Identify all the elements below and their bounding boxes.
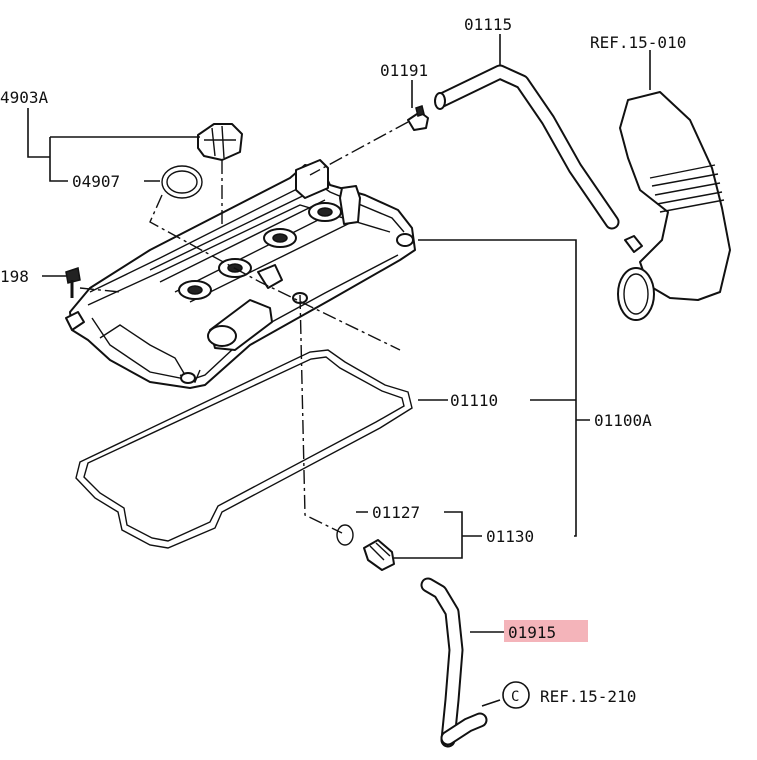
pcv-valve	[363, 539, 395, 571]
oil-filler-cap	[197, 123, 243, 161]
label-4903a[interactable]: 4903A	[0, 88, 49, 107]
label-01100a[interactable]: 01100A	[594, 411, 652, 430]
label-ref-15-210[interactable]: REF.15-210	[540, 687, 636, 706]
label-01110[interactable]: 01110	[450, 391, 498, 410]
o-ring	[336, 524, 354, 546]
bolt	[65, 267, 81, 298]
pcv-hose	[420, 577, 488, 748]
label-01115[interactable]: 01115	[464, 15, 512, 34]
gasket-01110	[75, 349, 413, 549]
label-04907[interactable]: 04907	[72, 172, 120, 191]
label-ref-15-010[interactable]: REF.15-010	[590, 33, 686, 52]
grommet	[407, 105, 429, 131]
ref-circle	[502, 681, 530, 709]
highlight-01915	[504, 620, 588, 642]
filler-cap-gasket	[161, 165, 203, 199]
valve-cover	[65, 159, 416, 389]
label-01915[interactable]: 01915	[508, 623, 556, 642]
ref-circle-letter: C	[511, 689, 519, 705]
label-198[interactable]: 198	[0, 267, 29, 286]
leader-lines	[27, 34, 651, 707]
label-01130[interactable]: 01130	[486, 527, 534, 546]
air-intake-hose	[617, 91, 731, 321]
breather-hose	[434, 64, 620, 230]
label-01127[interactable]: 01127	[372, 503, 420, 522]
assembly-dash-lines	[79, 121, 409, 534]
label-01191[interactable]: 01191	[380, 61, 428, 80]
